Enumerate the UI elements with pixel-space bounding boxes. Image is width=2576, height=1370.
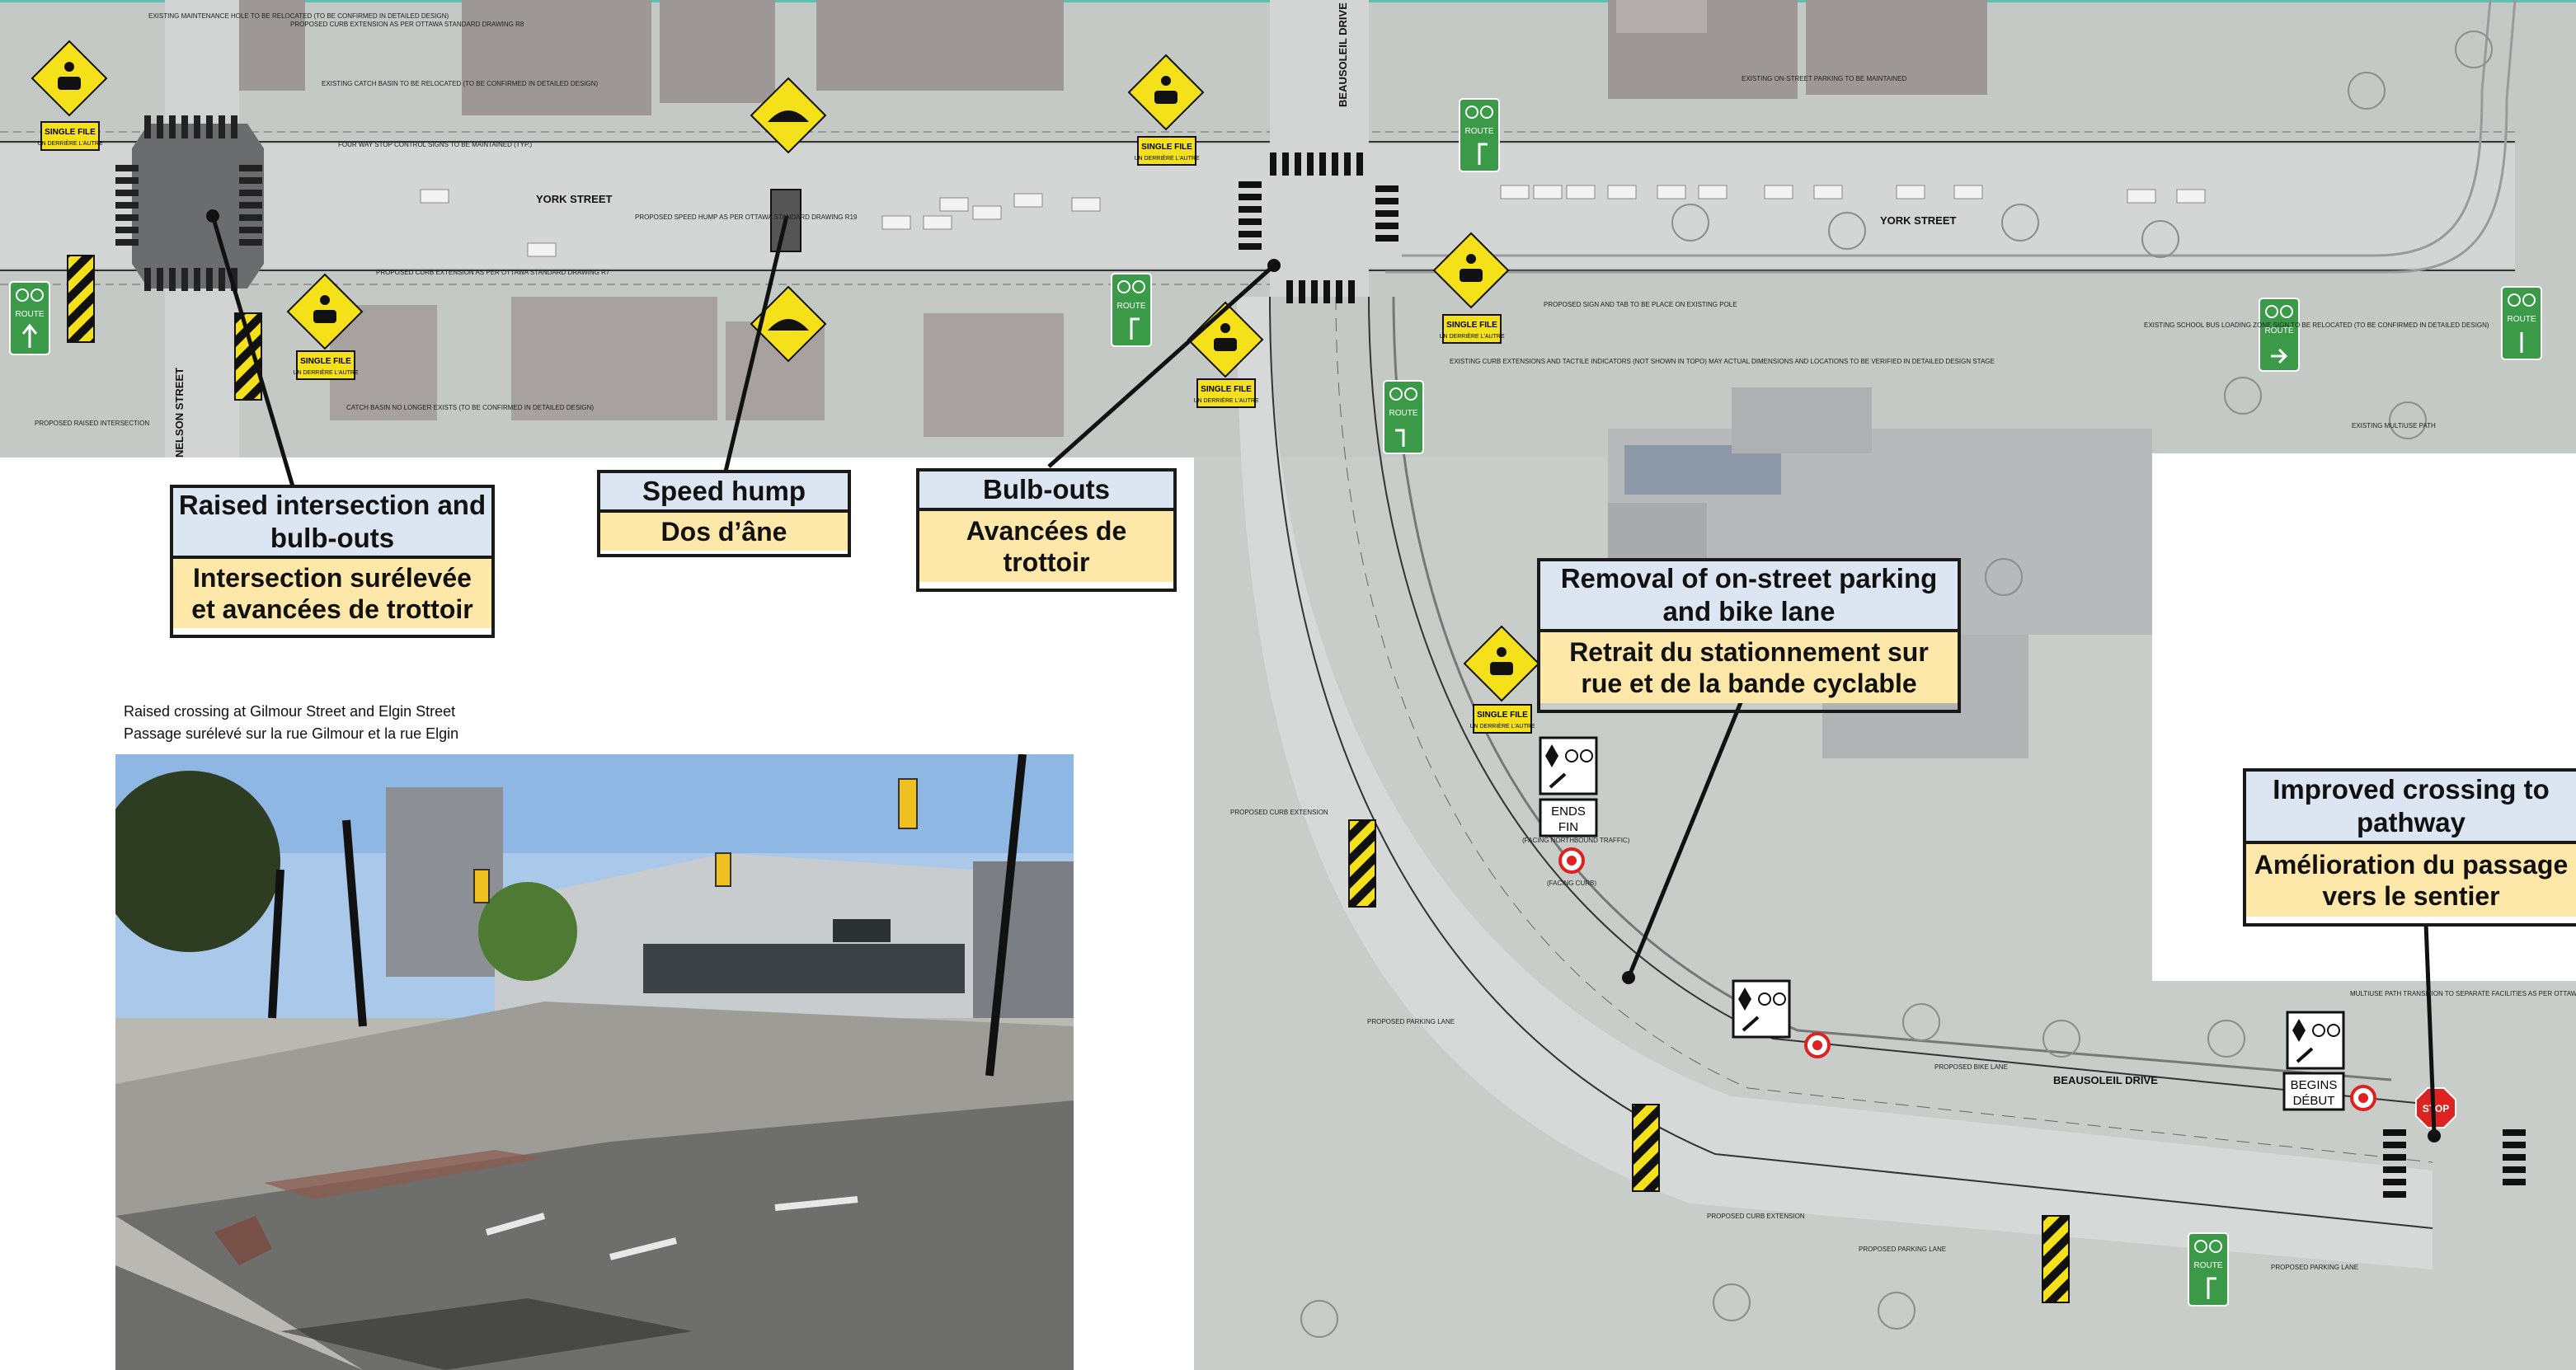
parked-cars [420, 185, 2206, 257]
tree-left [115, 771, 280, 952]
svg-text:SINGLE FILE: SINGLE FILE [1141, 143, 1192, 152]
svg-text:MULTIUSE PATH TRANSITION TO SE: MULTIUSE PATH TRANSITION TO SEPARATE FAC… [2350, 990, 2576, 997]
svg-text:ROUTE: ROUTE [1465, 127, 1494, 136]
svg-text:SINGLE FILE: SINGLE FILE [1201, 385, 1252, 394]
svg-text:UN DERRIÈRE L'AUTRE: UN DERRIÈRE L'AUTRE [1193, 396, 1258, 404]
leader-lines [210, 215, 2437, 1134]
svg-text:PROPOSED CURB EXTENSION AS PER: PROPOSED CURB EXTENSION AS PER OTTAWA ST… [290, 21, 524, 28]
callout-improved-crossing: Improved crossing to pathway Amélioratio… [2243, 768, 2576, 927]
svg-text:UN DERRIÈRE L'AUTRE: UN DERRIÈRE L'AUTRE [1134, 154, 1199, 162]
svg-text:ROUTE: ROUTE [1117, 302, 1146, 311]
svg-text:EXISTING MAINTENANCE HOLE TO B: EXISTING MAINTENANCE HOLE TO BE RELOCATE… [148, 12, 449, 20]
svg-text:PROPOSED RAISED INTERSECTION: PROPOSED RAISED INTERSECTION [35, 420, 149, 427]
svg-text:SINGLE FILE: SINGLE FILE [1477, 711, 1528, 720]
callout-improved-crossing-en: Improved crossing to pathway [2246, 772, 2576, 844]
svg-text:(FACING CURB): (FACING CURB) [1547, 880, 1596, 887]
svg-text:UN DERRIÈRE L'AUTRE: UN DERRIÈRE L'AUTRE [37, 139, 102, 147]
leader-dots [206, 209, 2441, 1142]
traffic-light [898, 778, 918, 829]
svg-text:PROPOSED PARKING LANE: PROPOSED PARKING LANE [2271, 1264, 2358, 1271]
callout-improved-crossing-fr: Amélioration du passage vers le sentier [2246, 844, 2576, 917]
trees [1300, 30, 2493, 1338]
svg-text:BEGINS: BEGINS [2291, 1078, 2338, 1092]
callout-speed-hump: Speed hump Dos d’âne [597, 470, 851, 557]
svg-text:EXISTING CURB EXTENSIONS AND T: EXISTING CURB EXTENSIONS AND TACTILE IND… [1450, 358, 1995, 365]
shadow [115, 1265, 363, 1370]
warning-signs [31, 40, 1540, 702]
svg-text:SINGLE FILE: SINGLE FILE [300, 357, 351, 366]
svg-text:SINGLE FILE: SINGLE FILE [1446, 321, 1497, 330]
callout-raised-intersection-fr: Intersection surélevée et avancées de tr… [173, 559, 491, 628]
svg-text:EXISTING CATCH BASIN TO BE REL: EXISTING CATCH BASIN TO BE RELOCATED (TO… [322, 80, 598, 87]
svg-text:ROUTE: ROUTE [2508, 315, 2536, 324]
beausoleil-label-vertical: BEAUSOLEIL DRIVE [1337, 2, 1349, 107]
callout-bulb-outs-en: Bulb-outs [919, 472, 1173, 511]
svg-text:EXISTING SCHOOL BUS LOADING ZO: EXISTING SCHOOL BUS LOADING ZONE SIGN TO… [2144, 321, 2489, 329]
street-labels: YORK STREET YORK STREET BEAUSOLEIL DRIVE… [173, 2, 2158, 1086]
svg-text:PROPOSED CURB EXTENSION: PROPOSED CURB EXTENSION [1707, 1213, 1805, 1220]
svg-text:ROUTE: ROUTE [16, 310, 45, 319]
callout-speed-hump-fr: Dos d’âne [600, 513, 848, 551]
route-signs: ROUTE ROUTE ROUTE ROUTE ROUTE ROUTE ROUT… [9, 98, 2542, 1307]
svg-text:UN DERRIÈRE L'AUTRE: UN DERRIÈRE L'AUTRE [1439, 332, 1504, 340]
svg-text:DÉBUT: DÉBUT [2293, 1094, 2335, 1108]
raised-intersection-plan [115, 115, 264, 291]
svg-text:FIN: FIN [1558, 820, 1578, 834]
svg-text:ENDS: ENDS [1551, 805, 1586, 819]
svg-text:PROPOSED BIKE LANE: PROPOSED BIKE LANE [1934, 1063, 2008, 1071]
svg-text:UN DERRIÈRE L'AUTRE: UN DERRIÈRE L'AUTRE [1469, 722, 1535, 730]
svg-text:ROUTE: ROUTE [2265, 326, 2294, 335]
photo-caption-fr: Passage surélevé sur la rue Gilmour et l… [124, 725, 459, 742]
multiuse-path [1385, 0, 2517, 274]
street-photo [115, 754, 1074, 1370]
svg-text:PROPOSED PARKING LANE: PROPOSED PARKING LANE [1859, 1246, 1946, 1253]
york-street-label-east: YORK STREET [1880, 214, 1957, 227]
svg-text:PROPOSED CURB EXTENSION AS PER: PROPOSED CURB EXTENSION AS PER OTTAWA ST… [376, 269, 610, 276]
callout-speed-hump-en: Speed hump [600, 473, 848, 513]
svg-text:EXISTING ON-STREET PARKING TO: EXISTING ON-STREET PARKING TO BE MAINTAI… [1742, 75, 1906, 82]
callout-removal-parking-en: Removal of on-street parking and bike la… [1540, 561, 1958, 632]
york-street-label-west: YORK STREET [536, 193, 613, 205]
svg-text:ROUTE: ROUTE [2194, 1261, 2223, 1270]
svg-text:PROPOSED PARKING LANE: PROPOSED PARKING LANE [1367, 1018, 1455, 1025]
single-file-plates: SINGLE FILE UN DERRIÈRE L'AUTRE SINGLE FI… [37, 121, 1535, 734]
plan-notes: EXISTING MAINTENANCE HOLE TO BE RELOCATE… [35, 12, 2576, 1271]
svg-text:STOP: STOP [2423, 1103, 2449, 1114]
svg-text:PROPOSED SPEED HUMP AS PER OTT: PROPOSED SPEED HUMP AS PER OTTAWA STANDA… [635, 213, 858, 221]
svg-text:ROUTE: ROUTE [1389, 409, 1418, 418]
callout-raised-intersection: Raised intersection and bulb-outs Inters… [170, 485, 495, 638]
svg-text:EXISTING MULTIUSE PATH: EXISTING MULTIUSE PATH [2352, 422, 2436, 429]
nelson-label: NELSON STREET [173, 368, 186, 457]
beausoleil-label-horizontal: BEAUSOLEIL DRIVE [2053, 1074, 2158, 1086]
callout-raised-intersection-en: Raised intersection and bulb-outs [173, 488, 491, 559]
svg-text:(FACING NORTHBOUND TRAFFIC): (FACING NORTHBOUND TRAFFIC) [1522, 837, 1630, 844]
svg-text:PROPOSED CURB EXTENSION: PROPOSED CURB EXTENSION [1230, 809, 1328, 816]
callout-removal-parking-fr: Retrait du stationnement sur rue et de l… [1540, 632, 1958, 703]
crosswalks-beausoleil [1239, 152, 2526, 1198]
svg-text:PROPOSED SIGN AND TAB TO BE PL: PROPOSED SIGN AND TAB TO BE PLACE ON EXI… [1544, 301, 1737, 308]
hazard-markers [67, 255, 2070, 1303]
photo-caption-en: Raised crossing at Gilmour Street and El… [124, 703, 456, 720]
svg-text:UN DERRIÈRE L'AUTRE: UN DERRIÈRE L'AUTRE [293, 368, 358, 376]
svg-text:FOUR WAY STOP CONTROL SIGNS TO: FOUR WAY STOP CONTROL SIGNS TO BE MAINTA… [338, 141, 532, 148]
callout-removal-parking: Removal of on-street parking and bike la… [1537, 558, 1961, 713]
callout-bulb-outs: Bulb-outs Avancées de trottoir [916, 468, 1177, 592]
callout-bulb-outs-fr: Avancées de trottoir [919, 511, 1173, 582]
svg-text:CATCH BASIN NO LONGER EXISTS (: CATCH BASIN NO LONGER EXISTS (TO BE CONF… [346, 404, 594, 411]
svg-text:SINGLE FILE: SINGLE FILE [45, 128, 96, 137]
